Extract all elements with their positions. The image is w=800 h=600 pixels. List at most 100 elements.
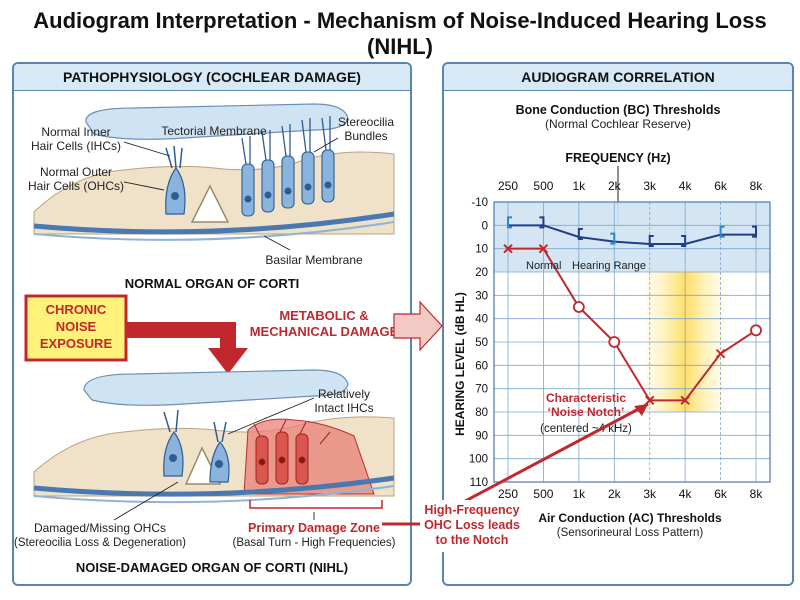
bc-marker	[507, 216, 512, 229]
bc-subtitle: (Normal Cochlear Reserve)	[545, 117, 691, 131]
normal-range-label-1: Normal	[526, 260, 561, 272]
bc-series-line	[508, 224, 756, 245]
ac-marker	[572, 301, 585, 313]
label-damage-zone-line1: Primary Damage Zone	[248, 521, 380, 535]
x-tick-label-bottom: 500	[533, 487, 553, 501]
ac-series-line	[508, 247, 757, 402]
label-stereocilia-line2: Bundles	[344, 129, 387, 143]
x-tick-label-top: 1k	[573, 179, 587, 193]
damage-zone-bracket	[249, 500, 383, 509]
normal-organ-of-corti: Tectorial Membrane Stereocilia Bundles N…	[28, 103, 395, 291]
label-normal-ihc-line1: Normal Inner	[41, 125, 110, 139]
label-damage-zone-line2: (Basal Turn - High Frequencies)	[233, 537, 396, 549]
damaged-basilar-line	[33, 485, 395, 504]
notch-label-line2: ‘Noise Notch’	[548, 405, 625, 419]
label-intact-ihc-line1: Relatively	[318, 387, 370, 401]
label-missing-ohc-line1: Damaged/Missing OHCs	[34, 521, 166, 535]
normal-inner-hair-cell	[165, 145, 186, 215]
y-tick-label: 0	[482, 220, 488, 232]
bc-marker	[539, 216, 545, 229]
x-tick-label-bottom: 2k	[608, 487, 622, 501]
audiogram-panel: AUDIOGRAM CORRELATION Bone Conduction (B…	[442, 62, 794, 586]
x-tick-label-top: 3k	[643, 179, 657, 193]
callout-arrowhead	[634, 404, 648, 416]
audiogram-svg: Bone Conduction (BC) Thresholds (Normal …	[453, 103, 771, 539]
x-tick-label-top: 2k	[608, 179, 622, 193]
y-tick-label: 10	[475, 244, 488, 256]
callout-bg	[420, 500, 524, 552]
normal-leader-lines	[123, 137, 339, 251]
ac-marker	[503, 243, 513, 254]
x-tick-label-bottom: 6k	[714, 487, 728, 501]
y-tick-label: 100	[469, 454, 488, 466]
pathophysiology-panel: PATHOPHYSIOLOGY (COCHLEAR DAMAGE)	[12, 62, 412, 586]
bc-title: Bone Conduction (BC) Thresholds	[516, 103, 721, 117]
bc-marker	[577, 228, 583, 240]
label-tectorial-membrane: Tectorial Membrane	[161, 124, 267, 138]
damaged-outer-hair-cells	[253, 419, 331, 485]
intact-inner-hair-cells	[163, 409, 230, 483]
normal-organ-caption: NORMAL ORGAN OF CORTI	[125, 276, 300, 291]
bc-marker	[752, 225, 757, 238]
panel-link-arrow	[393, 300, 443, 352]
y-tick-label: 90	[475, 430, 488, 442]
x-tick-label-bottom: 1k	[573, 487, 587, 501]
y-axis-title: HEARING LEVEL (dB HL)	[453, 292, 467, 436]
x-tick-label-top: 6k	[714, 179, 728, 193]
ac-marker	[538, 243, 549, 254]
label-basilar-membrane: Basilar Membrane	[265, 253, 363, 267]
normal-basilar-membrane	[33, 211, 395, 235]
callout-line3: to the Notch	[436, 533, 509, 547]
damaged-basilar-membrane	[33, 475, 395, 497]
exposure-line3: EXPOSURE	[40, 336, 113, 351]
y-tick-label: 50	[475, 337, 488, 349]
label-intact-ihc-line2: Intact IHCs	[314, 401, 373, 415]
cochlea-illustration: Tectorial Membrane Stereocilia Bundles N…	[14, 103, 399, 575]
callout-line2: OHC Loss leads	[424, 518, 520, 532]
damaged-leader-lines	[113, 397, 315, 521]
ac-marker	[715, 348, 726, 359]
x-tick-label-top: 8k	[750, 179, 764, 193]
bc-marker	[719, 225, 725, 238]
exposure-line1: CHRONIC	[46, 302, 107, 317]
x-tick-label-top: 4k	[679, 179, 693, 193]
x-tick-label-top: 500	[533, 179, 553, 193]
y-tick-label: 30	[475, 290, 488, 302]
pathophysiology-heading: PATHOPHYSIOLOGY (COCHLEAR DAMAGE)	[14, 64, 410, 91]
chronic-noise-exposure-box: CHRONIC NOISE EXPOSURE	[24, 294, 128, 362]
y-tick-label: -10	[471, 197, 488, 209]
ac-marker	[750, 324, 762, 337]
damaged-organ-of-corti: Relatively Intact IHCs Damaged/Missing O…	[14, 369, 396, 575]
bc-marker	[648, 235, 654, 247]
frequency-axis-title: FREQUENCY (Hz)	[565, 151, 670, 165]
audiogram-heading: AUDIOGRAM CORRELATION	[444, 64, 792, 91]
y-tick-label: 20	[475, 267, 488, 279]
damage-label-line2: MECHANICAL DAMAGE	[250, 324, 399, 339]
damage-label-line1: METABOLIC &	[279, 308, 368, 323]
audiogram-plot: -100102030405060708090100110250250500500…	[469, 179, 771, 501]
callout-line1: High-Frequency	[424, 503, 519, 517]
y-tick-label: 80	[475, 407, 488, 419]
y-tick-label: 110	[470, 477, 488, 489]
label-missing-ohc-line2: (Stereocilia Loss & Degeneration)	[14, 537, 186, 549]
damaged-tectorial-membrane	[83, 369, 349, 406]
ac-subtitle: (Sensorineural Loss Pattern)	[557, 527, 704, 539]
plot-frame	[493, 201, 771, 483]
bc-marker	[681, 235, 687, 247]
normal-outer-hair-cells	[241, 116, 335, 217]
damage-arrow	[126, 322, 248, 374]
ac-title: Air Conduction (AC) Thresholds	[538, 511, 722, 525]
label-normal-ohc-line1: Normal Outer	[40, 165, 112, 179]
ac-marker	[680, 395, 690, 406]
notch-label-line1: Characteristic	[546, 391, 626, 405]
exposure-line2: NOISE	[56, 319, 97, 334]
bc-marker	[610, 232, 616, 245]
x-tick-label-bottom: 3k	[643, 487, 657, 501]
label-stereocilia-line1: Stereocilia	[338, 115, 394, 129]
normal-range-label-2: Hearing Range	[572, 260, 646, 272]
ac-marker	[608, 336, 621, 348]
x-tick-label-top: 250	[498, 179, 518, 193]
normal-basilar-line	[33, 221, 395, 241]
label-normal-ohc-line2: Hair Cells (OHCs)	[28, 179, 124, 193]
y-tick-label: 60	[475, 360, 488, 372]
